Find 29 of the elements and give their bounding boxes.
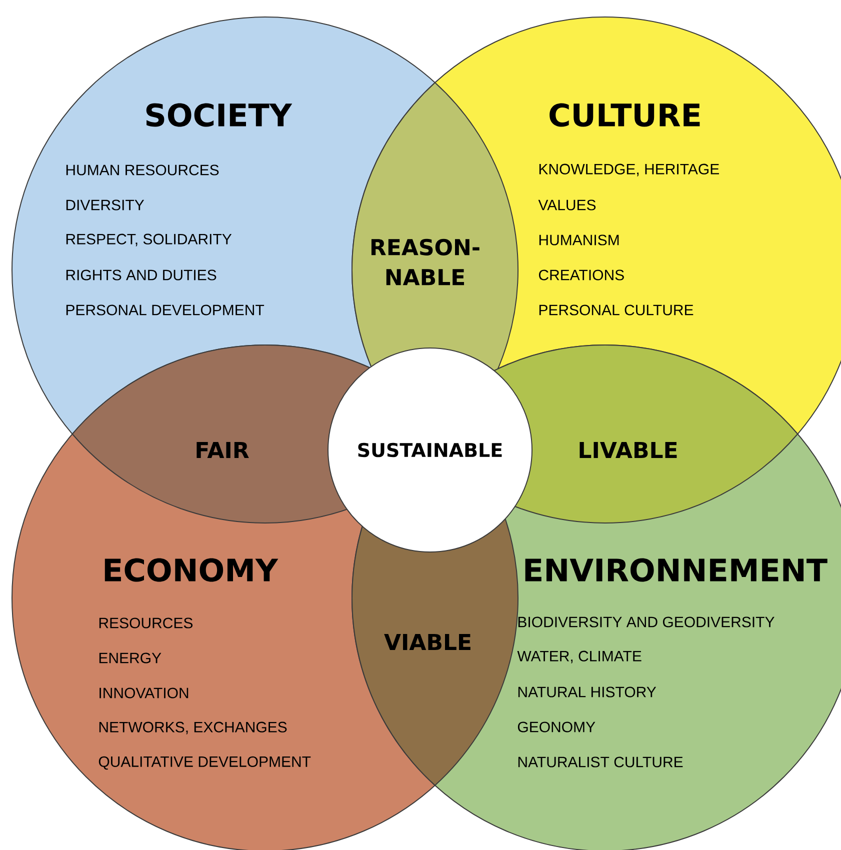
region-label: LIVABLE: [580, 442, 677, 458]
list-item: GEONOMY: [518, 722, 596, 732]
list-item: VALUES: [538, 200, 596, 210]
list-item: INNOVATION: [100, 688, 188, 698]
heading: ENVIRONNEMENT: [525, 558, 828, 582]
list-item: RIGHTS AND DUTIES: [66, 270, 216, 280]
list-item: DIVERSITY: [66, 200, 144, 210]
region-label: VIABLE: [384, 634, 470, 650]
list-item: QUALITATIVE DEVELOPMENT: [98, 756, 311, 770]
heading: CULTURE: [550, 103, 700, 127]
list-item: NETWORKS, EXCHANGES: [99, 722, 287, 734]
heading: SOCIETY: [146, 103, 292, 127]
list-item: RESPECT, SOLIDARITY: [66, 234, 232, 246]
heading: ECONOMY: [104, 558, 278, 582]
list-item: WATER, CLIMATE: [517, 650, 642, 664]
region-label: SUSTAINABLE: [358, 442, 502, 458]
list-item: CREATIONS: [538, 270, 624, 280]
list-item: ENERGY: [99, 652, 162, 664]
list-item: NATURALIST CULTURE: [518, 756, 683, 768]
region-label: REASON- NABLE: [371, 238, 480, 286]
region-label: FAIR: [196, 442, 249, 458]
list-item: HUMAN RESOURCES: [66, 164, 219, 176]
list-item: PERSONAL DEVELOPMENT: [66, 304, 264, 316]
list-item: RESOURCES: [99, 618, 193, 628]
list-item: PERSONAL CULTURE: [539, 304, 694, 316]
list-item: KNOWLEDGE, HERITAGE: [539, 164, 719, 176]
list-item: BIODIVERSITY AND GEODIVERSITY: [518, 616, 774, 628]
list-item: NATURAL HISTORY: [518, 686, 656, 698]
list-item: HUMANISM: [539, 234, 619, 246]
